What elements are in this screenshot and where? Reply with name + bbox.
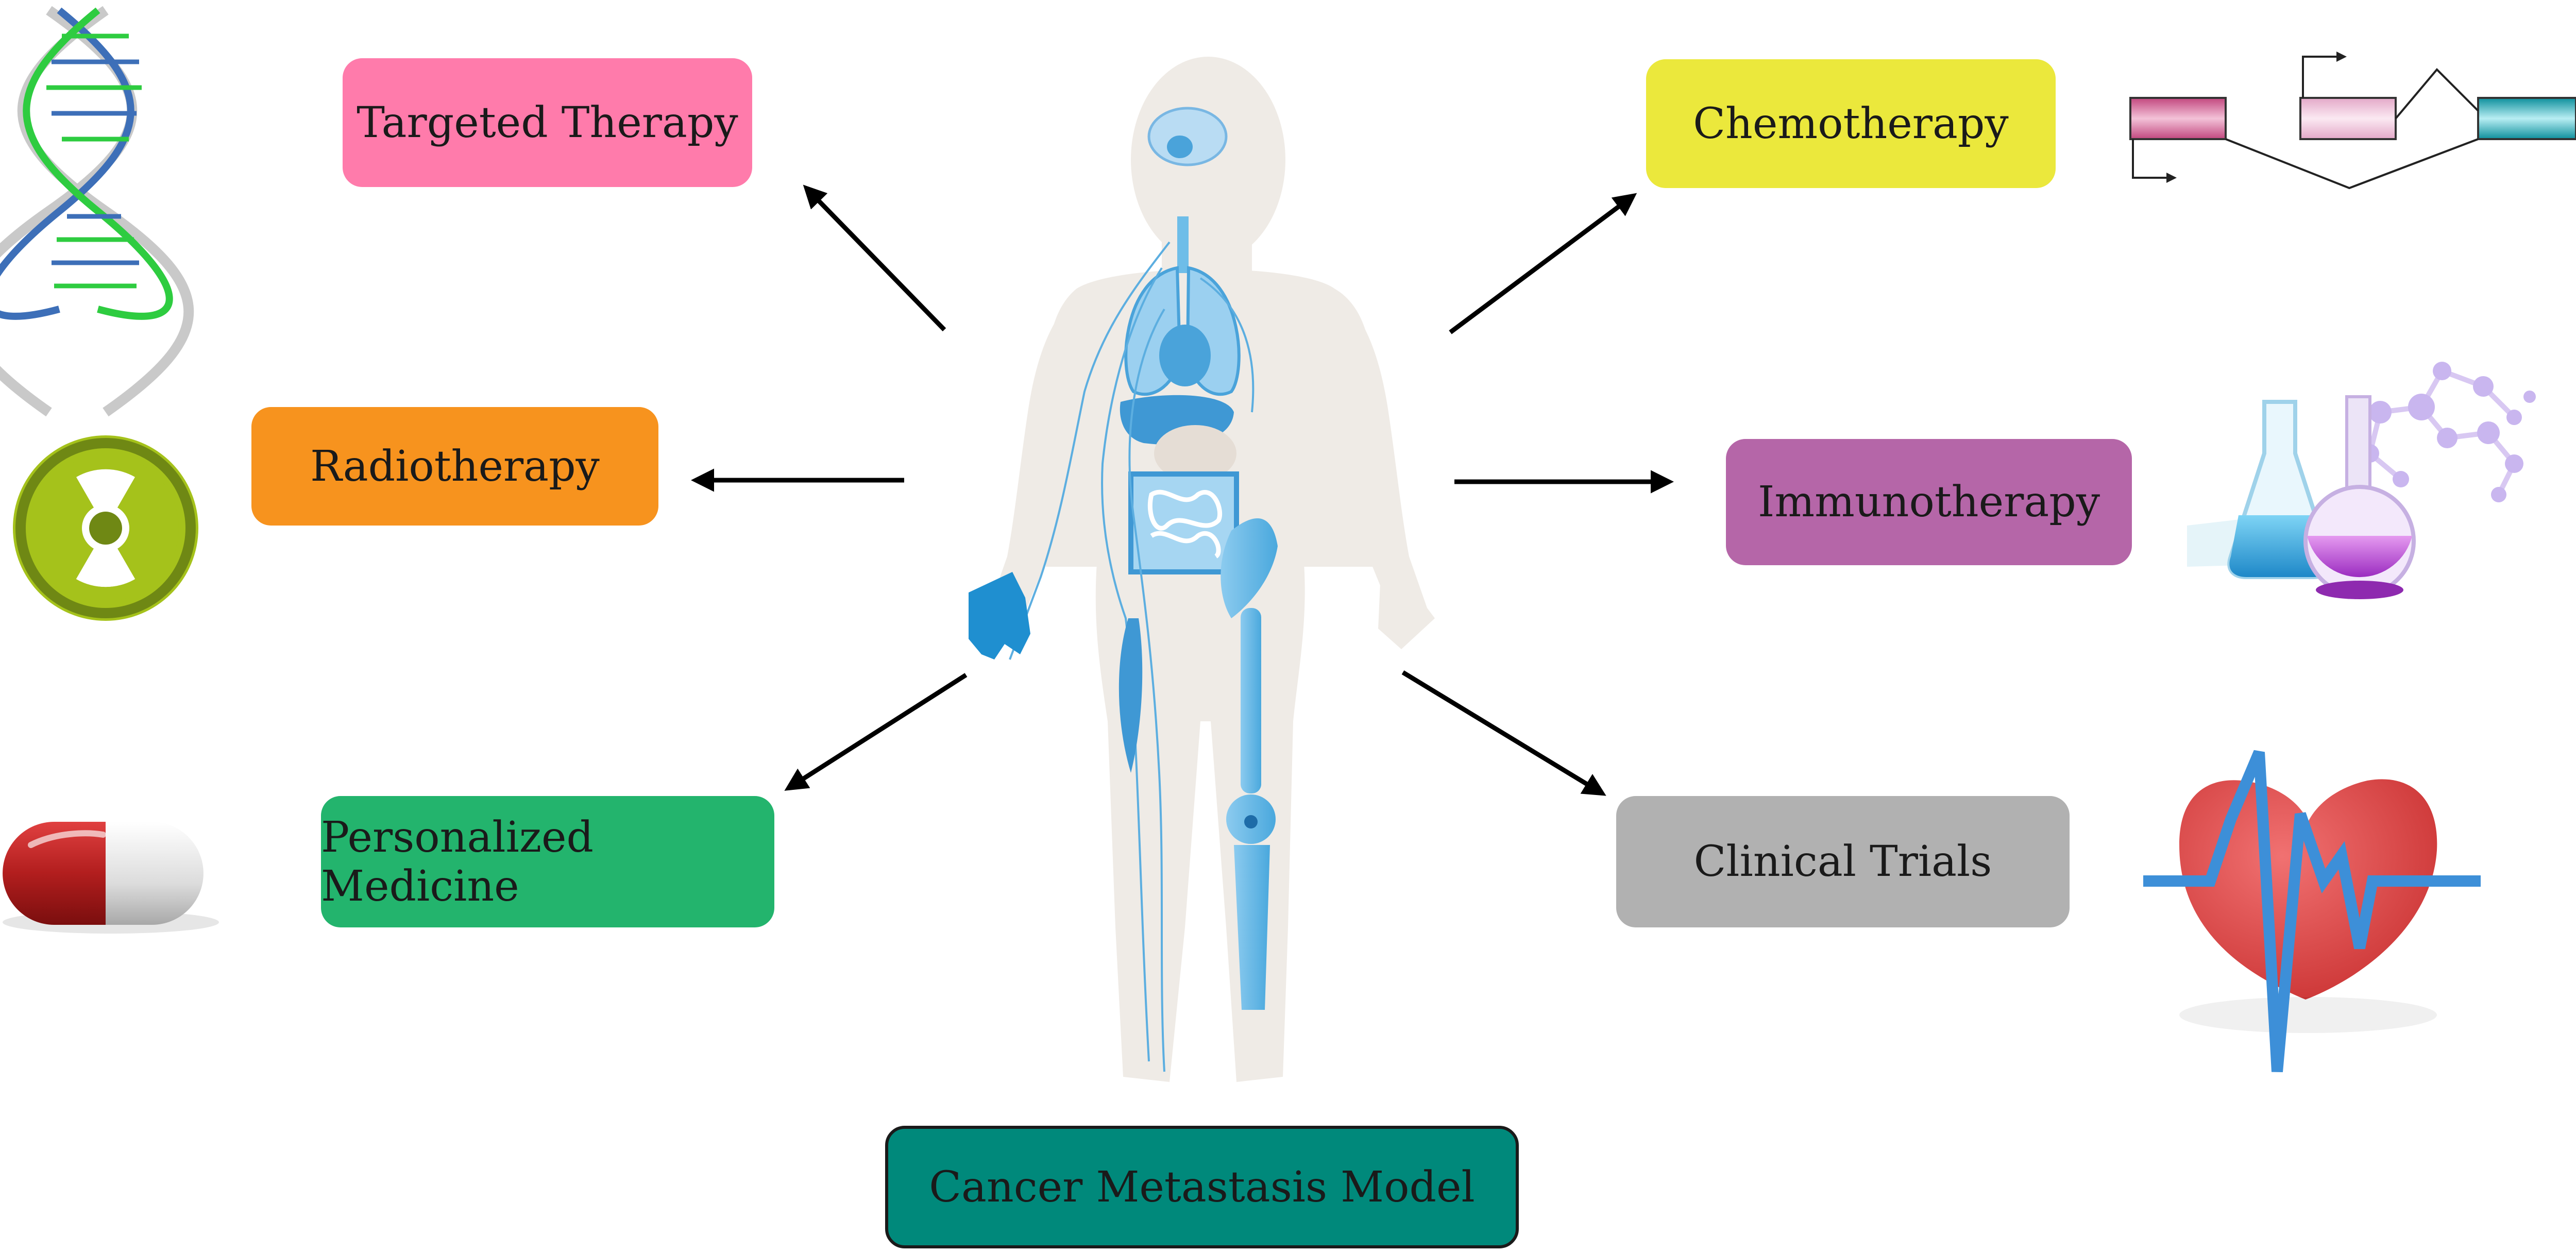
cancer-metastasis-model-label: Cancer Metastasis Model <box>929 1162 1475 1212</box>
targeted-therapy-label: Targeted Therapy <box>357 98 738 147</box>
targeted-therapy-box: Targeted Therapy <box>343 58 752 187</box>
capsule-pill-icon <box>3 822 219 934</box>
radiotherapy-label: Radiotherapy <box>310 442 600 491</box>
arrow-to-targeted-therapy <box>803 184 946 332</box>
gene-splicing-icon <box>2129 52 2576 190</box>
immunotherapy-box: Immunotherapy <box>1726 439 2132 565</box>
radiation-icon <box>13 435 198 621</box>
arrow-to-clinical-trials <box>1401 670 1606 796</box>
personalized-medicine-box: Personalized Medicine <box>321 796 774 927</box>
cancer-metastasis-model-box: Cancer Metastasis Model <box>885 1126 1519 1248</box>
personalized-medicine-label: Personalized Medicine <box>321 813 594 911</box>
clinical-trials-box: Clinical Trials <box>1616 796 2070 927</box>
chemotherapy-label: Chemotherapy <box>1693 99 2009 148</box>
human-anatomy-icon <box>969 57 1435 1082</box>
chemotherapy-box: Chemotherapy <box>1646 59 2056 188</box>
radiotherapy-box: Radiotherapy <box>251 407 658 526</box>
immunotherapy-label: Immunotherapy <box>1757 478 2100 527</box>
clinical-trials-label: Clinical Trials <box>1693 837 1992 886</box>
lab-flask-molecule-icon <box>2187 362 2536 599</box>
heart-pulse-icon <box>2143 750 2481 1072</box>
arrow-to-chemotherapy <box>1449 193 1637 334</box>
dna-helix-icon <box>0 6 194 417</box>
arrow-to-personalized-medicine <box>784 673 968 791</box>
arrows <box>691 184 1674 796</box>
